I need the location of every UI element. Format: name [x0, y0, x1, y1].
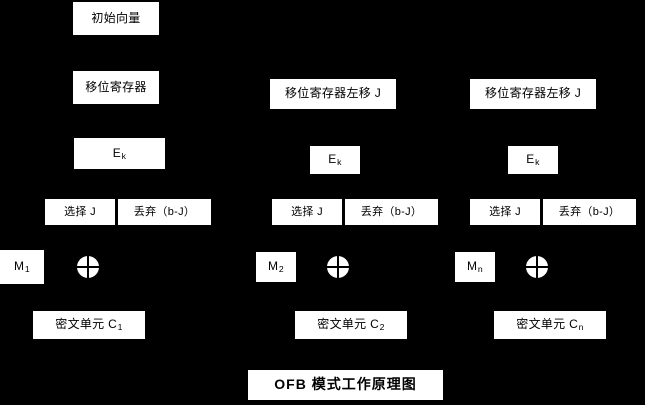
node-select-n: 选择 J: [470, 199, 540, 225]
node-select-n-label: 选择 J: [489, 205, 521, 218]
node-encrypt-2-label: E: [328, 152, 337, 167]
node-plaintext-2-subscript: 2: [278, 264, 284, 275]
node-plaintext-2-label: M: [268, 259, 279, 274]
node-shift-register-left-n: 移位寄存器左移 J: [470, 79, 596, 109]
node-ciphertext-n-subscript: n: [578, 322, 584, 333]
node-shift-register-label: 移位寄存器: [85, 79, 147, 94]
node-discard-1-label: 丢弃（b-J）: [133, 205, 196, 218]
node-ciphertext-1-subscript: 1: [117, 322, 123, 333]
node-shift-register-left-2-label: 移位寄存器左移 J: [284, 86, 382, 101]
node-discard-1: 丢弃（b-J）: [118, 199, 211, 225]
node-select-2-label: 选择 J: [291, 205, 323, 218]
node-initial-vector-label: 初始向量: [91, 10, 141, 25]
node-select-2: 选择 J: [272, 199, 342, 225]
node-encrypt-n-subscript: k: [535, 157, 540, 168]
node-plaintext-1-label: M: [14, 259, 25, 274]
node-ciphertext-1-label: 密文单元 C: [55, 317, 118, 332]
xor-icon-2: [327, 256, 349, 278]
node-shift-register-left-n-label: 移位寄存器左移 J: [484, 86, 582, 101]
diagram-title: OFB 模式工作原理图: [248, 370, 443, 400]
node-ciphertext-n-label: 密文单元 C: [516, 317, 579, 332]
node-ciphertext-2-label: 密文单元 C: [317, 317, 380, 332]
node-discard-2-label: 丢弃（b-J）: [360, 205, 423, 218]
node-plaintext-1-subscript: 1: [24, 264, 30, 275]
node-ciphertext-2-subscript: 2: [379, 322, 385, 333]
node-initial-vector: 初始向量: [73, 2, 159, 35]
node-encrypt-2-subscript: k: [337, 157, 342, 168]
node-shift-register-left-2: 移位寄存器左移 J: [270, 79, 396, 109]
node-discard-n: 丢弃（b-J）: [543, 199, 636, 225]
xor-icon-1: [77, 256, 99, 278]
node-select-1: 选择 J: [45, 199, 115, 225]
node-encrypt-1-label: E: [112, 145, 122, 160]
node-select-1-label: 选择 J: [64, 205, 96, 218]
node-plaintext-n-subscript: n: [477, 264, 483, 275]
node-encrypt-1-subscript: k: [121, 150, 127, 161]
node-encrypt-n-label: E: [526, 152, 535, 167]
node-discard-n-label: 丢弃（b-J）: [558, 205, 621, 218]
xor-icon-n: [526, 256, 548, 278]
node-discard-2: 丢弃（b-J）: [345, 199, 438, 225]
node-plaintext-n-label: M: [467, 259, 478, 274]
diagram-title-label: OFB 模式工作原理图: [274, 376, 417, 393]
node-shift-register: 移位寄存器: [73, 71, 159, 104]
